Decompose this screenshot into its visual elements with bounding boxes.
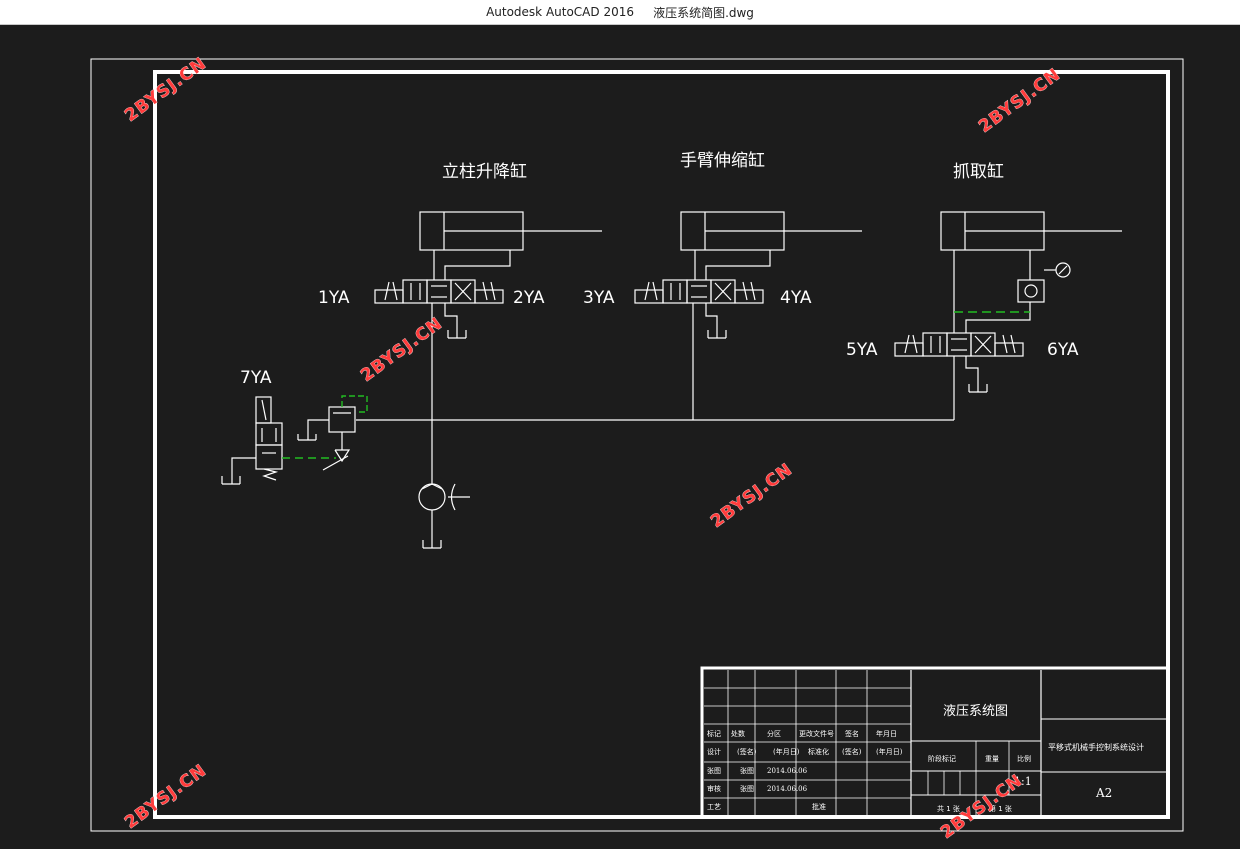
design-row-3: 标准化 — [808, 747, 829, 756]
rev-header-1: 处数 — [731, 729, 745, 738]
relief-valve — [328, 406, 356, 433]
drawing-row-1: 张图 — [740, 766, 754, 775]
design-row-4: (签名) — [842, 747, 862, 756]
scale-label: 比例 — [1017, 754, 1031, 763]
inner-frame — [153, 70, 1170, 819]
coil-label-5ya: 5YA — [846, 340, 878, 360]
title-block — [700, 666, 1170, 819]
sheets-total: 共 1 张 — [937, 804, 960, 813]
coil-label-2ya: 2YA — [513, 288, 545, 308]
process-row-1: 批准 — [812, 802, 826, 811]
watermark-5: 2BYSJ.CN — [121, 760, 210, 833]
check-row-1: 张图 — [740, 784, 754, 793]
sheet-number: 第 1 张 — [989, 804, 1012, 813]
check-row-2: 2014.06.06 — [767, 785, 808, 793]
design-row-2: (年月日) — [773, 747, 800, 756]
drawing-title: 液压系统图 — [943, 704, 1008, 719]
stage-label: 阶段标记 — [928, 754, 956, 763]
watermark-3: 2BYSJ.CN — [357, 313, 446, 386]
coil-label-6ya: 6YA — [1047, 340, 1079, 360]
file-name: 液压系统简图.dwg — [653, 5, 754, 20]
cylinder-2-title: 手臂伸缩缸 — [680, 150, 765, 171]
drawing-row-2: 2014.06.06 — [767, 767, 808, 775]
watermark-1: 2BYSJ.CN — [121, 53, 210, 126]
check-valve — [1017, 279, 1045, 303]
rev-header-2: 分区 — [767, 729, 781, 738]
rev-header-5: 年月日 — [876, 729, 897, 738]
check-row-0: 审核 — [707, 784, 721, 793]
cylinder-2-group — [634, 211, 862, 420]
coil-label-4ya: 4YA — [780, 288, 812, 308]
watermark-2: 2BYSJ.CN — [975, 64, 1064, 137]
design-row-1: (签名) — [737, 747, 757, 756]
drawing-canvas[interactable]: 立柱升降缸 手臂伸缩缸 抓取缸 1YA 2YA 3YA 4YA 5YA 6YA … — [0, 24, 1240, 849]
rev-header-0: 标记 — [707, 729, 721, 738]
cylinder-1-group — [374, 211, 602, 485]
coil-label-1ya: 1YA — [318, 288, 350, 308]
rev-header-3: 更改文件号 — [799, 729, 834, 738]
supply-circuit — [221, 396, 954, 549]
cylinder-1-title: 立柱升降缸 — [442, 161, 527, 182]
design-row-0: 设计 — [707, 747, 721, 756]
scale-value: 1:1 — [1014, 775, 1032, 788]
window-title-bar: Autodesk AutoCAD 2016 液压系统简图.dwg — [0, 0, 1240, 25]
cylinder-3-group — [894, 211, 1122, 420]
pilot-line-relief-top — [341, 395, 368, 413]
process-row-0: 工艺 — [707, 803, 721, 811]
weight-label: 重量 — [985, 755, 999, 763]
coil-label-7ya: 7YA — [240, 368, 272, 388]
cylinder-3-title: 抓取缸 — [953, 161, 1004, 182]
rev-header-4: 签名 — [845, 729, 859, 738]
design-row-5: (年月日) — [876, 747, 903, 756]
pressure-gauge-icon — [1055, 262, 1071, 278]
app-name: Autodesk AutoCAD 2016 — [486, 5, 634, 19]
drawing-row-0: 张图 — [707, 766, 721, 775]
project-title: 平移式机械手控制系统设计 — [1048, 742, 1144, 752]
drawing-svg[interactable]: 立柱升降缸 手臂伸缩缸 抓取缸 1YA 2YA 3YA 4YA 5YA 6YA … — [0, 24, 1240, 849]
outer-frame — [90, 58, 1184, 832]
coil-label-3ya: 3YA — [583, 288, 615, 308]
watermark-4: 2BYSJ.CN — [707, 459, 796, 532]
sheet-size: A2 — [1095, 786, 1112, 800]
